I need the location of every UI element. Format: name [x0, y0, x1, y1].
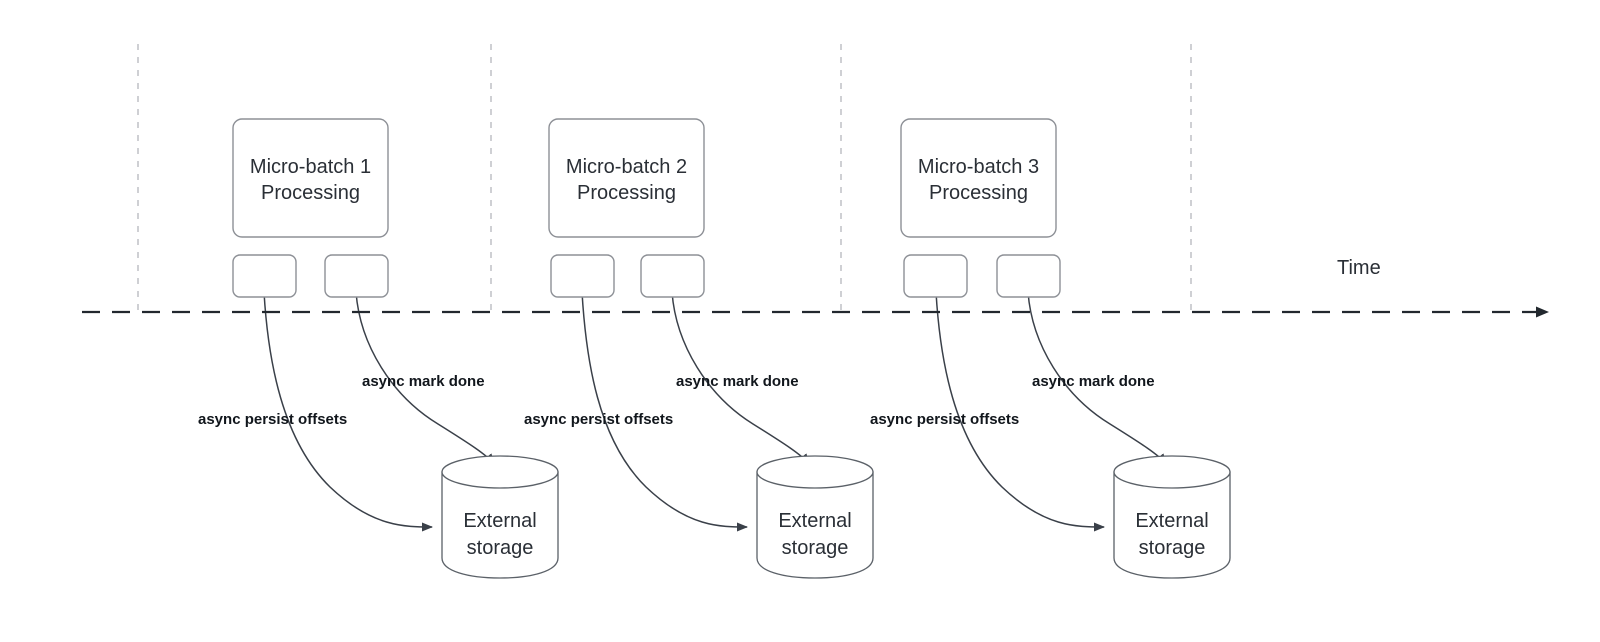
external-storage-2-line1: External [778, 510, 851, 532]
micro-batch-box-2-line1: Micro-batch 2 [566, 156, 687, 178]
edge-persist-offsets-2 [581, 291, 748, 532]
edge-label-persist-offsets-1: async persist offsets [198, 411, 347, 428]
time-axis-label: Time [1337, 257, 1381, 279]
external-storage-1-body [441, 471, 559, 579]
task-box-1-left[interactable] [232, 254, 297, 298]
micro-batch-box-3-line2: Processing [929, 182, 1028, 204]
time-axis: Time [82, 257, 1549, 318]
edge-label-mark-done-1: async mark done [362, 373, 485, 390]
external-storage-2[interactable]: External storage [756, 455, 874, 579]
micro-batch-box-3[interactable] [900, 118, 1057, 238]
external-storage-3[interactable]: External storage [1113, 455, 1231, 579]
external-storage-3-line1: External [1135, 510, 1208, 532]
external-storage-1-top [441, 455, 559, 489]
external-storage-2-body [756, 471, 874, 579]
edge-mark-done-2 [671, 291, 810, 465]
external-storage-1-line2: storage [467, 537, 534, 559]
edge-label-mark-done-2: async mark done [676, 373, 799, 390]
task-box-1-right[interactable] [324, 254, 389, 298]
edge-persist-offsets-3 [935, 291, 1105, 532]
external-storage-1[interactable]: External storage [441, 455, 559, 579]
edge-mark-done-3 [1027, 291, 1167, 465]
external-storage-3-top [1113, 455, 1231, 489]
edge-label-mark-done-3: async mark done [1032, 373, 1155, 390]
micro-batch-box-1[interactable] [232, 118, 389, 238]
micro-batch-group-3: Micro-batch 3 Processing External storag… [870, 118, 1231, 579]
task-box-3-left[interactable] [903, 254, 968, 298]
external-storage-2-top [756, 455, 874, 489]
micro-batch-group-2: Micro-batch 2 Processing External storag… [524, 118, 874, 579]
task-box-2-left[interactable] [550, 254, 615, 298]
flow-edges [263, 291, 1167, 532]
micro-batch-box-1-line1: Micro-batch 1 [250, 156, 371, 178]
edge-persist-offsets-1 [263, 291, 433, 532]
time-separators [137, 44, 1192, 313]
micro-batch-box-1-line2: Processing [261, 182, 360, 204]
external-storage-3-line2: storage [1139, 537, 1206, 559]
micro-batch-group-1: Micro-batch 1 Processing External storag… [198, 118, 559, 579]
micro-batch-box-2[interactable] [548, 118, 705, 238]
task-box-3-right[interactable] [996, 254, 1061, 298]
edge-label-persist-offsets-3: async persist offsets [870, 411, 1019, 428]
task-box-2-right[interactable] [640, 254, 705, 298]
external-storage-2-line2: storage [782, 537, 849, 559]
edge-label-persist-offsets-2: async persist offsets [524, 411, 673, 428]
edge-mark-done-1 [355, 291, 495, 465]
external-storage-1-line1: External [463, 510, 536, 532]
micro-batch-box-3-line1: Micro-batch 3 [918, 156, 1039, 178]
micro-batch-box-2-line2: Processing [577, 182, 676, 204]
external-storage-3-body [1113, 471, 1231, 579]
